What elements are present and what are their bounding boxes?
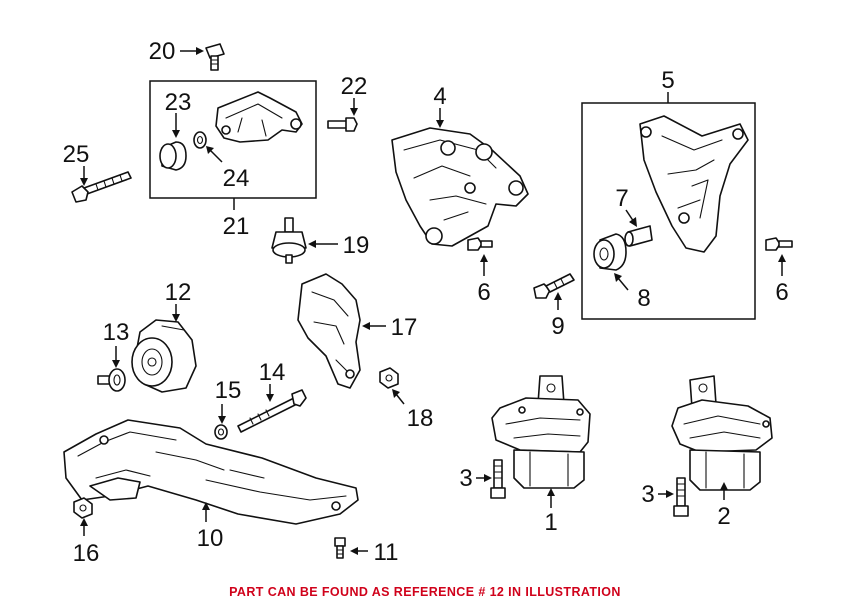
part-6-bolt-center[interactable] (467, 237, 493, 251)
part-9-bolt[interactable] (533, 273, 575, 299)
callout-25: 25 (63, 141, 90, 168)
callout-19: 19 (343, 232, 370, 259)
callout-18: 18 (407, 405, 434, 432)
part-25-bolt[interactable] (71, 171, 132, 203)
part-20-bolt[interactable] (205, 43, 225, 71)
callout-24: 24 (223, 165, 250, 192)
part-4-bracket[interactable] (391, 127, 529, 247)
part-5-bracket[interactable] (639, 115, 749, 253)
part-18-nut[interactable] (379, 367, 399, 389)
callout-22: 22 (341, 73, 368, 100)
callout-4: 4 (433, 83, 446, 110)
reference-note: PART CAN BE FOUND AS REFERENCE # 12 IN I… (229, 585, 621, 599)
callout-11: 11 (374, 539, 399, 566)
callout-7: 7 (615, 185, 628, 212)
callout-6-right: 6 (775, 279, 788, 306)
part-15-washer[interactable] (214, 424, 228, 440)
callout-15: 15 (215, 377, 242, 404)
callout-labels: 20 23 24 21 22 25 19 4 5 7 8 6 6 9 12 13… (63, 38, 789, 567)
part-3-bolt-right[interactable] (673, 477, 689, 517)
part-19-mount[interactable] (271, 217, 307, 264)
part-6-bolt-right[interactable] (765, 237, 793, 251)
callout-20: 20 (149, 38, 176, 65)
part-3-bolt-left[interactable] (490, 459, 506, 499)
part-13-stud[interactable] (97, 368, 126, 392)
callout-8: 8 (637, 285, 650, 312)
callout-1: 1 (544, 509, 557, 536)
callout-23: 23 (165, 89, 192, 116)
part-8-bushing[interactable] (593, 233, 627, 271)
callout-9: 9 (551, 313, 564, 340)
part-7-sleeve[interactable] (624, 225, 653, 247)
part-11-bolt[interactable] (334, 537, 346, 559)
callout-6-center: 6 (477, 279, 490, 306)
part-17-bracket[interactable] (297, 273, 361, 389)
callout-3-right: 3 (641, 481, 654, 508)
part-16-nut[interactable] (73, 497, 93, 519)
part-10-crossmember[interactable] (63, 419, 359, 525)
callout-10: 10 (197, 525, 224, 552)
part-2-engine-mount[interactable] (671, 375, 773, 491)
callout-2: 2 (717, 503, 730, 530)
leader-lines (80, 47, 786, 555)
callout-5: 5 (661, 67, 674, 94)
part-1-engine-mount[interactable] (491, 375, 591, 489)
callout-13: 13 (103, 319, 130, 346)
part-22-bolt[interactable] (327, 117, 358, 132)
part-21-bracket[interactable] (215, 91, 303, 143)
callout-3-left: 3 (459, 465, 472, 492)
part-14-bolt[interactable] (237, 389, 307, 433)
group-box-21 (149, 80, 317, 199)
callout-14: 14 (259, 359, 286, 386)
callout-21: 21 (223, 213, 250, 240)
callout-12: 12 (165, 279, 192, 306)
callout-16: 16 (73, 540, 100, 567)
part-12-transmission-mount[interactable] (131, 319, 197, 393)
part-23-bushing[interactable] (159, 141, 187, 171)
part-24-washer[interactable] (193, 131, 207, 149)
callout-17: 17 (391, 314, 418, 341)
